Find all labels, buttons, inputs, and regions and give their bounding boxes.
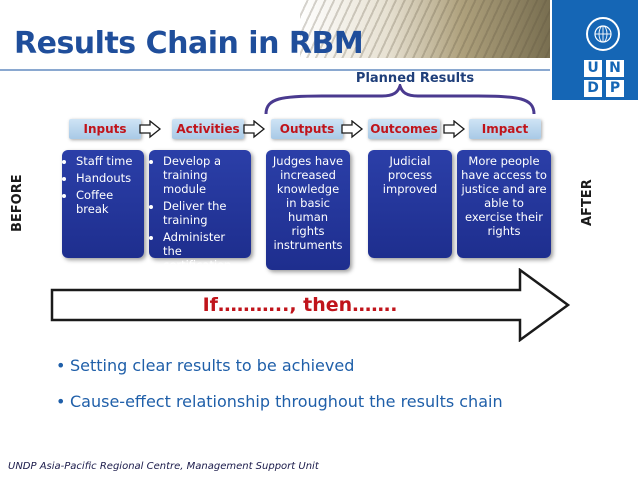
panel-text: More people have access to justice and a… bbox=[461, 154, 547, 238]
logo-letter-p: P bbox=[606, 80, 624, 97]
stage-arrows bbox=[139, 120, 466, 139]
logo-letter-u: U bbox=[584, 60, 602, 77]
bullet-dot-icon: • bbox=[56, 356, 66, 375]
list-item: Coffee break bbox=[76, 188, 140, 216]
panel-text: Judicial process improved bbox=[382, 154, 438, 196]
stage-label-outcomes: Outcomes bbox=[368, 119, 440, 139]
footer-text: UNDP Asia-Pacific Regional Centre, Manag… bbox=[8, 461, 319, 472]
header-photo bbox=[300, 0, 550, 58]
stage-label-activities: Activities bbox=[172, 119, 244, 139]
stage-label-outputs: Outputs bbox=[271, 119, 343, 139]
list-item: Develop a training module bbox=[163, 154, 247, 196]
stage-label-impact: Impact bbox=[469, 119, 541, 139]
list-item: Deliver the training bbox=[163, 199, 247, 227]
panel-text: Judges have increased knowledge in basic… bbox=[272, 154, 344, 252]
before-label: BEFORE bbox=[10, 174, 25, 232]
panel-activities: Develop a training module Deliver the tr… bbox=[149, 150, 251, 286]
bullet-dot-icon: • bbox=[56, 392, 66, 411]
bullet-item: •Setting clear results to be achieved bbox=[56, 356, 354, 375]
panel-outcomes: Judicial process improved bbox=[368, 150, 452, 258]
list-item: Administer the certification exam bbox=[163, 230, 247, 286]
arrow-icon bbox=[341, 120, 364, 139]
after-label: AFTER bbox=[580, 179, 595, 226]
big-arrow-icon bbox=[50, 268, 571, 342]
list-item: Handouts bbox=[76, 171, 140, 185]
bullet-item: •Cause-effect relationship throughout th… bbox=[56, 392, 503, 411]
panel-outputs: Judges have increased knowledge in basic… bbox=[266, 150, 350, 270]
stage-label-inputs: Inputs bbox=[69, 119, 141, 139]
bullet-text: Cause-effect relationship throughout the… bbox=[70, 392, 503, 411]
planned-results-brace bbox=[264, 84, 536, 115]
logo-letter-n: N bbox=[606, 60, 624, 77]
panel-inputs: Staff time Handouts Coffee break bbox=[62, 150, 144, 258]
arrow-icon bbox=[243, 120, 266, 139]
panel-impact: More people have access to justice and a… bbox=[457, 150, 551, 258]
slide-title: Results Chain in RBM bbox=[14, 26, 364, 61]
arrow-icon bbox=[443, 120, 466, 139]
title-divider bbox=[0, 69, 550, 71]
if-then-text: If……….., then……. bbox=[202, 294, 398, 316]
arrow-icon bbox=[139, 120, 162, 139]
bullet-text: Setting clear results to be achieved bbox=[70, 356, 355, 375]
logo-letter-d: D bbox=[584, 80, 602, 97]
list-item: Staff time bbox=[76, 154, 140, 168]
un-emblem-icon bbox=[586, 17, 620, 51]
planned-results-label: Planned Results bbox=[355, 71, 475, 86]
